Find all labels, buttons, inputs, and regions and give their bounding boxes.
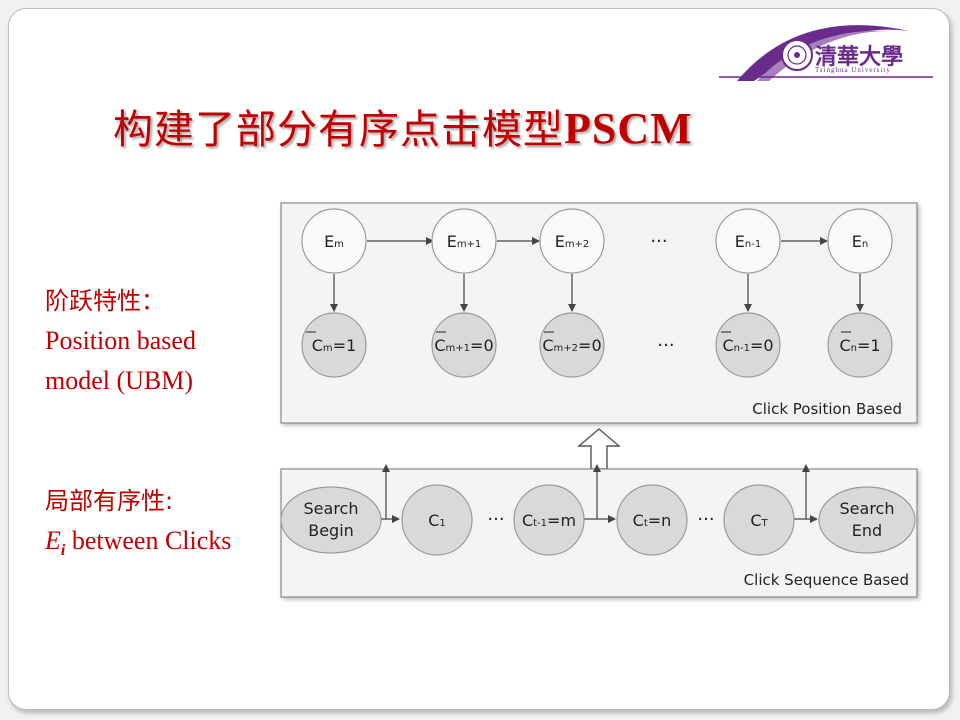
click-sequence-label: Click Sequence Based — [744, 571, 909, 589]
svg-text:Cn-1=0: Cn-1=0 — [722, 336, 773, 355]
examine-node: Em+1 — [431, 208, 497, 274]
logo-swoosh — [737, 25, 909, 81]
examine-node: Em+2 — [539, 208, 605, 274]
svg-text:Ct-1=m: Ct-1=m — [522, 511, 576, 530]
sequence-line: Ei between Clicks — [45, 521, 231, 571]
sequence-click-node: Ct=n — [616, 484, 688, 556]
pscm-diagram: Click Position Based Em Em+1 Em+2 E — [280, 202, 918, 598]
svg-text:Cm+2=0: Cm+2=0 — [542, 336, 601, 355]
search-begin-node: Search Begin — [280, 486, 382, 554]
svg-text:Em+2: Em+2 — [555, 232, 590, 251]
position-heading: 阶跃特性： — [45, 287, 165, 315]
click-node: Cn=1 — [827, 312, 893, 378]
svg-text:Cm+1=0: Cm+1=0 — [434, 336, 493, 355]
sequence-click-node: C1 — [401, 484, 473, 556]
logo-swoosh-light — [757, 30, 889, 81]
tsinghua-logo: 清華大學 Tsinghua University — [719, 25, 933, 81]
sequence-click-node: CT — [723, 484, 795, 556]
position-line2: model (UBM) — [45, 366, 194, 395]
click-ellipsis: ··· — [657, 335, 674, 356]
sequence-ellipsis: ··· — [697, 509, 714, 530]
svg-text:Begin: Begin — [308, 521, 354, 540]
title-main: 构建了部分有序点击模型 — [113, 107, 564, 153]
search-end-node: Search End — [818, 486, 916, 554]
svg-text:Em+1: Em+1 — [447, 232, 482, 251]
svg-text:En-1: En-1 — [735, 232, 761, 251]
slide: 清華大學 Tsinghua University 构建了部分有序点击模型PSCM… — [8, 8, 950, 710]
sequence-click-node: Ct-1=m — [513, 484, 585, 556]
svg-text:C1: C1 — [428, 511, 446, 530]
title-suffix: PSCM — [564, 104, 693, 153]
svg-text:En: En — [852, 232, 868, 251]
svg-text:Em: Em — [324, 232, 344, 251]
hollow-up-arrow-icon — [577, 428, 621, 470]
click-node: Cm=1 — [301, 312, 367, 378]
sequence-ellipsis: ··· — [487, 509, 504, 530]
svg-text:End: End — [852, 521, 882, 540]
svg-text:Search: Search — [840, 499, 895, 518]
click-node: Cm+2=0 — [539, 312, 605, 378]
sequence-arrows — [381, 464, 818, 523]
svg-text:Search: Search — [304, 499, 359, 518]
position-line1: Position based — [45, 326, 196, 355]
top-arrows — [330, 237, 864, 312]
svg-text:CT: CT — [750, 511, 768, 530]
click-sequence-panel — [280, 468, 918, 598]
ei-subscript: i — [60, 542, 66, 560]
examine-node: En — [827, 208, 893, 274]
svg-text:Cn=1: Cn=1 — [839, 336, 880, 355]
ei-text: between Clicks — [65, 526, 232, 555]
sequence-label: 局部有序性: Ei between Clicks — [45, 481, 231, 571]
top-ellipsis: ··· — [650, 231, 667, 252]
logo-chinese-name: 清華大學 — [815, 44, 903, 70]
examine-node: Em — [301, 208, 367, 274]
position-label: 阶跃特性： Position based model (UBM) — [45, 281, 196, 401]
page-title: 构建了部分有序点击模型PSCM — [113, 97, 693, 155]
sequence-heading: 局部有序性: — [45, 487, 174, 515]
ei-letter: E — [45, 526, 61, 555]
svg-text:Ct=n: Ct=n — [633, 511, 672, 530]
click-position-label: Click Position Based — [752, 400, 902, 418]
click-node: Cn-1=0 — [715, 312, 781, 378]
svg-text:Cm=1: Cm=1 — [312, 336, 357, 355]
examine-node: En-1 — [715, 208, 781, 274]
logo-english-name: Tsinghua University — [815, 66, 891, 74]
click-node: Cm+1=0 — [431, 312, 497, 378]
